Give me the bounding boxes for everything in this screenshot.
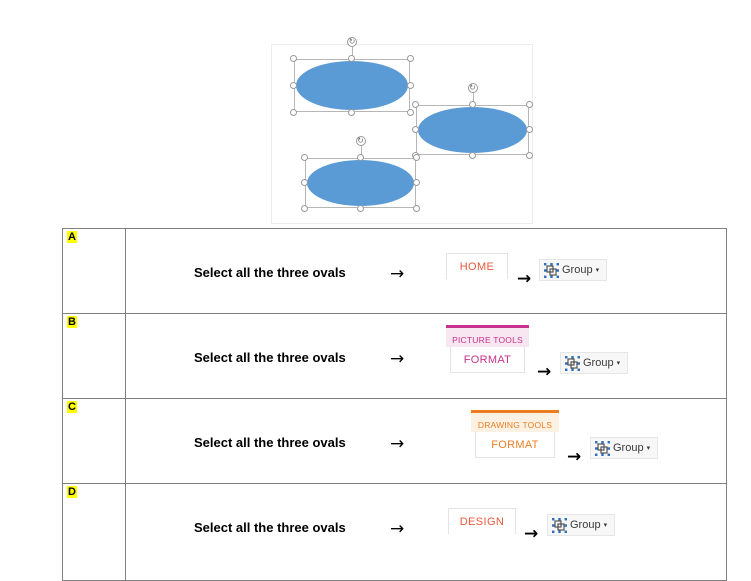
ribbon-tab-format-picture[interactable]: FORMAT	[450, 347, 525, 373]
step-arrow-1-d: →	[390, 519, 405, 539]
resize-handle-sw[interactable]	[290, 109, 297, 116]
contextual-ribbon-picture-tools[interactable]: PICTURE TOOLS FORMAT	[446, 325, 529, 379]
resize-handle-se[interactable]	[407, 109, 414, 116]
resize-handle-s[interactable]	[356, 205, 364, 212]
option-content-cell-b[interactable]: Select all the three ovals → PICTURE TOO…	[125, 313, 727, 399]
group-icon	[544, 262, 559, 278]
group-button-label: Group	[613, 441, 644, 454]
group-icon	[552, 517, 567, 533]
option-letter-c: C	[67, 401, 77, 413]
resize-handle-e[interactable]	[413, 179, 420, 186]
resize-handle-nw[interactable]	[412, 101, 419, 108]
resize-handle-s[interactable]	[348, 109, 355, 116]
ribbon-tab-label-home: HOME	[459, 261, 495, 273]
selected-shape-oval-3[interactable]: ↻	[301, 136, 420, 212]
contextual-tab-label-drawing-tools: DRAWING TOOLS	[477, 420, 553, 430]
step-arrow-1-a: →	[390, 264, 405, 284]
resize-handle-ne[interactable]	[407, 55, 414, 62]
option-letter-d: D	[67, 486, 77, 498]
step-arrow-2-d: →	[524, 524, 539, 544]
resize-handle-n[interactable]	[356, 154, 364, 161]
instruction-text-b: Select all the three ovals	[194, 350, 346, 365]
contextual-tab-label-picture-tools: PICTURE TOOLS	[452, 335, 523, 345]
instruction-text-d: Select all the three ovals	[194, 520, 346, 535]
contextual-ribbon-drawing-tools[interactable]: DRAWING TOOLS FORMAT	[471, 410, 559, 464]
chevron-down-icon[interactable]: ▾	[595, 266, 600, 274]
step-arrow-1-b: →	[390, 349, 405, 369]
table-row[interactable]: A Select all the three ovals → HOME →	[62, 228, 727, 314]
option-content-cell-a[interactable]: Select all the three ovals → HOME →	[125, 228, 727, 314]
selected-shape-oval-1[interactable]: ↻	[290, 37, 414, 116]
resize-handle-se[interactable]	[526, 152, 533, 159]
instruction-text-a: Select all the three ovals	[194, 265, 346, 280]
option-letter-cell-b: B	[62, 313, 126, 399]
step-arrow-2-a: →	[517, 269, 532, 289]
rotation-handle-stem	[472, 92, 474, 105]
resize-handle-e[interactable]	[407, 81, 414, 89]
rotation-handle-icon[interactable]: ↻	[355, 136, 366, 146]
group-button-d[interactable]: Group ▾	[547, 514, 615, 536]
group-button-a[interactable]: Group ▾	[539, 259, 607, 281]
contextual-tab-header-picture-tools: PICTURE TOOLS	[446, 325, 529, 347]
step-arrow-2-c: →	[567, 447, 582, 467]
oval-shape[interactable]	[418, 107, 527, 153]
oval-shape[interactable]	[296, 61, 408, 110]
option-letter-cell-c: C	[62, 398, 126, 484]
group-button-label: Group	[562, 263, 593, 276]
ribbon-tab-label-format: FORMAT	[491, 439, 539, 451]
answer-options-table: A Select all the three ovals → HOME →	[62, 228, 727, 581]
option-letter-a: A	[67, 231, 77, 243]
resize-handle-w[interactable]	[412, 126, 419, 133]
group-button-c[interactable]: Group ▾	[590, 437, 658, 459]
option-content-cell-c[interactable]: Select all the three ovals → DRAWING TOO…	[125, 398, 727, 484]
rotation-handle-stem	[352, 46, 353, 59]
rotation-handle-stem	[360, 145, 362, 158]
group-button-label: Group	[570, 518, 601, 531]
rotation-handle-icon[interactable]: ↻	[347, 37, 357, 47]
option-letter-cell-a: A	[62, 228, 126, 314]
resize-handle-n[interactable]	[348, 55, 355, 62]
resize-handle-w[interactable]	[301, 179, 308, 186]
group-icon	[565, 355, 580, 371]
ribbon-tab-home[interactable]: HOME	[446, 253, 508, 279]
resize-handle-ne[interactable]	[413, 154, 420, 161]
resize-handle-e[interactable]	[526, 126, 533, 133]
ovals-illustration: ↻ ↻ ↻	[271, 37, 533, 224]
resize-handle-ne[interactable]	[526, 101, 533, 108]
step-arrow-2-b: →	[537, 362, 552, 382]
oval-shape[interactable]	[307, 160, 414, 206]
rotation-handle-icon[interactable]: ↻	[467, 83, 478, 93]
resize-handle-w[interactable]	[290, 81, 297, 89]
contextual-tab-header-drawing-tools: DRAWING TOOLS	[471, 410, 559, 432]
option-letter-b: B	[67, 316, 77, 328]
resize-handle-se[interactable]	[413, 205, 420, 212]
chevron-down-icon[interactable]: ▾	[616, 359, 621, 367]
ribbon-tab-format-drawing[interactable]: FORMAT	[475, 432, 555, 458]
resize-handle-nw[interactable]	[301, 154, 308, 161]
ribbon-tab-label-format: FORMAT	[463, 354, 512, 366]
group-icon	[595, 440, 610, 456]
contextual-accent-bar	[446, 325, 529, 328]
step-arrow-1-c: →	[390, 434, 405, 454]
option-letter-cell-d: D	[62, 483, 126, 581]
ribbon-tab-label-design: DESIGN	[459, 516, 505, 528]
table-row[interactable]: C Select all the three ovals → DRAWING T…	[62, 398, 727, 484]
table-row[interactable]: D Select all the three ovals → DESIGN →	[62, 483, 727, 581]
resize-handle-sw[interactable]	[301, 205, 308, 212]
resize-handle-n[interactable]	[468, 101, 476, 108]
ribbon-tab-design[interactable]: DESIGN	[448, 508, 516, 534]
chevron-down-icon[interactable]: ▾	[646, 444, 651, 452]
contextual-accent-bar	[471, 410, 559, 413]
group-button-label: Group	[583, 356, 614, 369]
chevron-down-icon[interactable]: ▾	[603, 521, 608, 529]
resize-handle-s[interactable]	[468, 152, 476, 159]
table-row[interactable]: B Select all the three ovals → PICTURE T…	[62, 313, 727, 399]
instruction-text-c: Select all the three ovals	[194, 435, 346, 450]
option-content-cell-d[interactable]: Select all the three ovals → DESIGN →	[125, 483, 727, 581]
selected-shape-oval-2[interactable]: ↻	[412, 83, 533, 159]
group-button-b[interactable]: Group ▾	[560, 352, 628, 374]
resize-handle-nw[interactable]	[290, 55, 297, 62]
